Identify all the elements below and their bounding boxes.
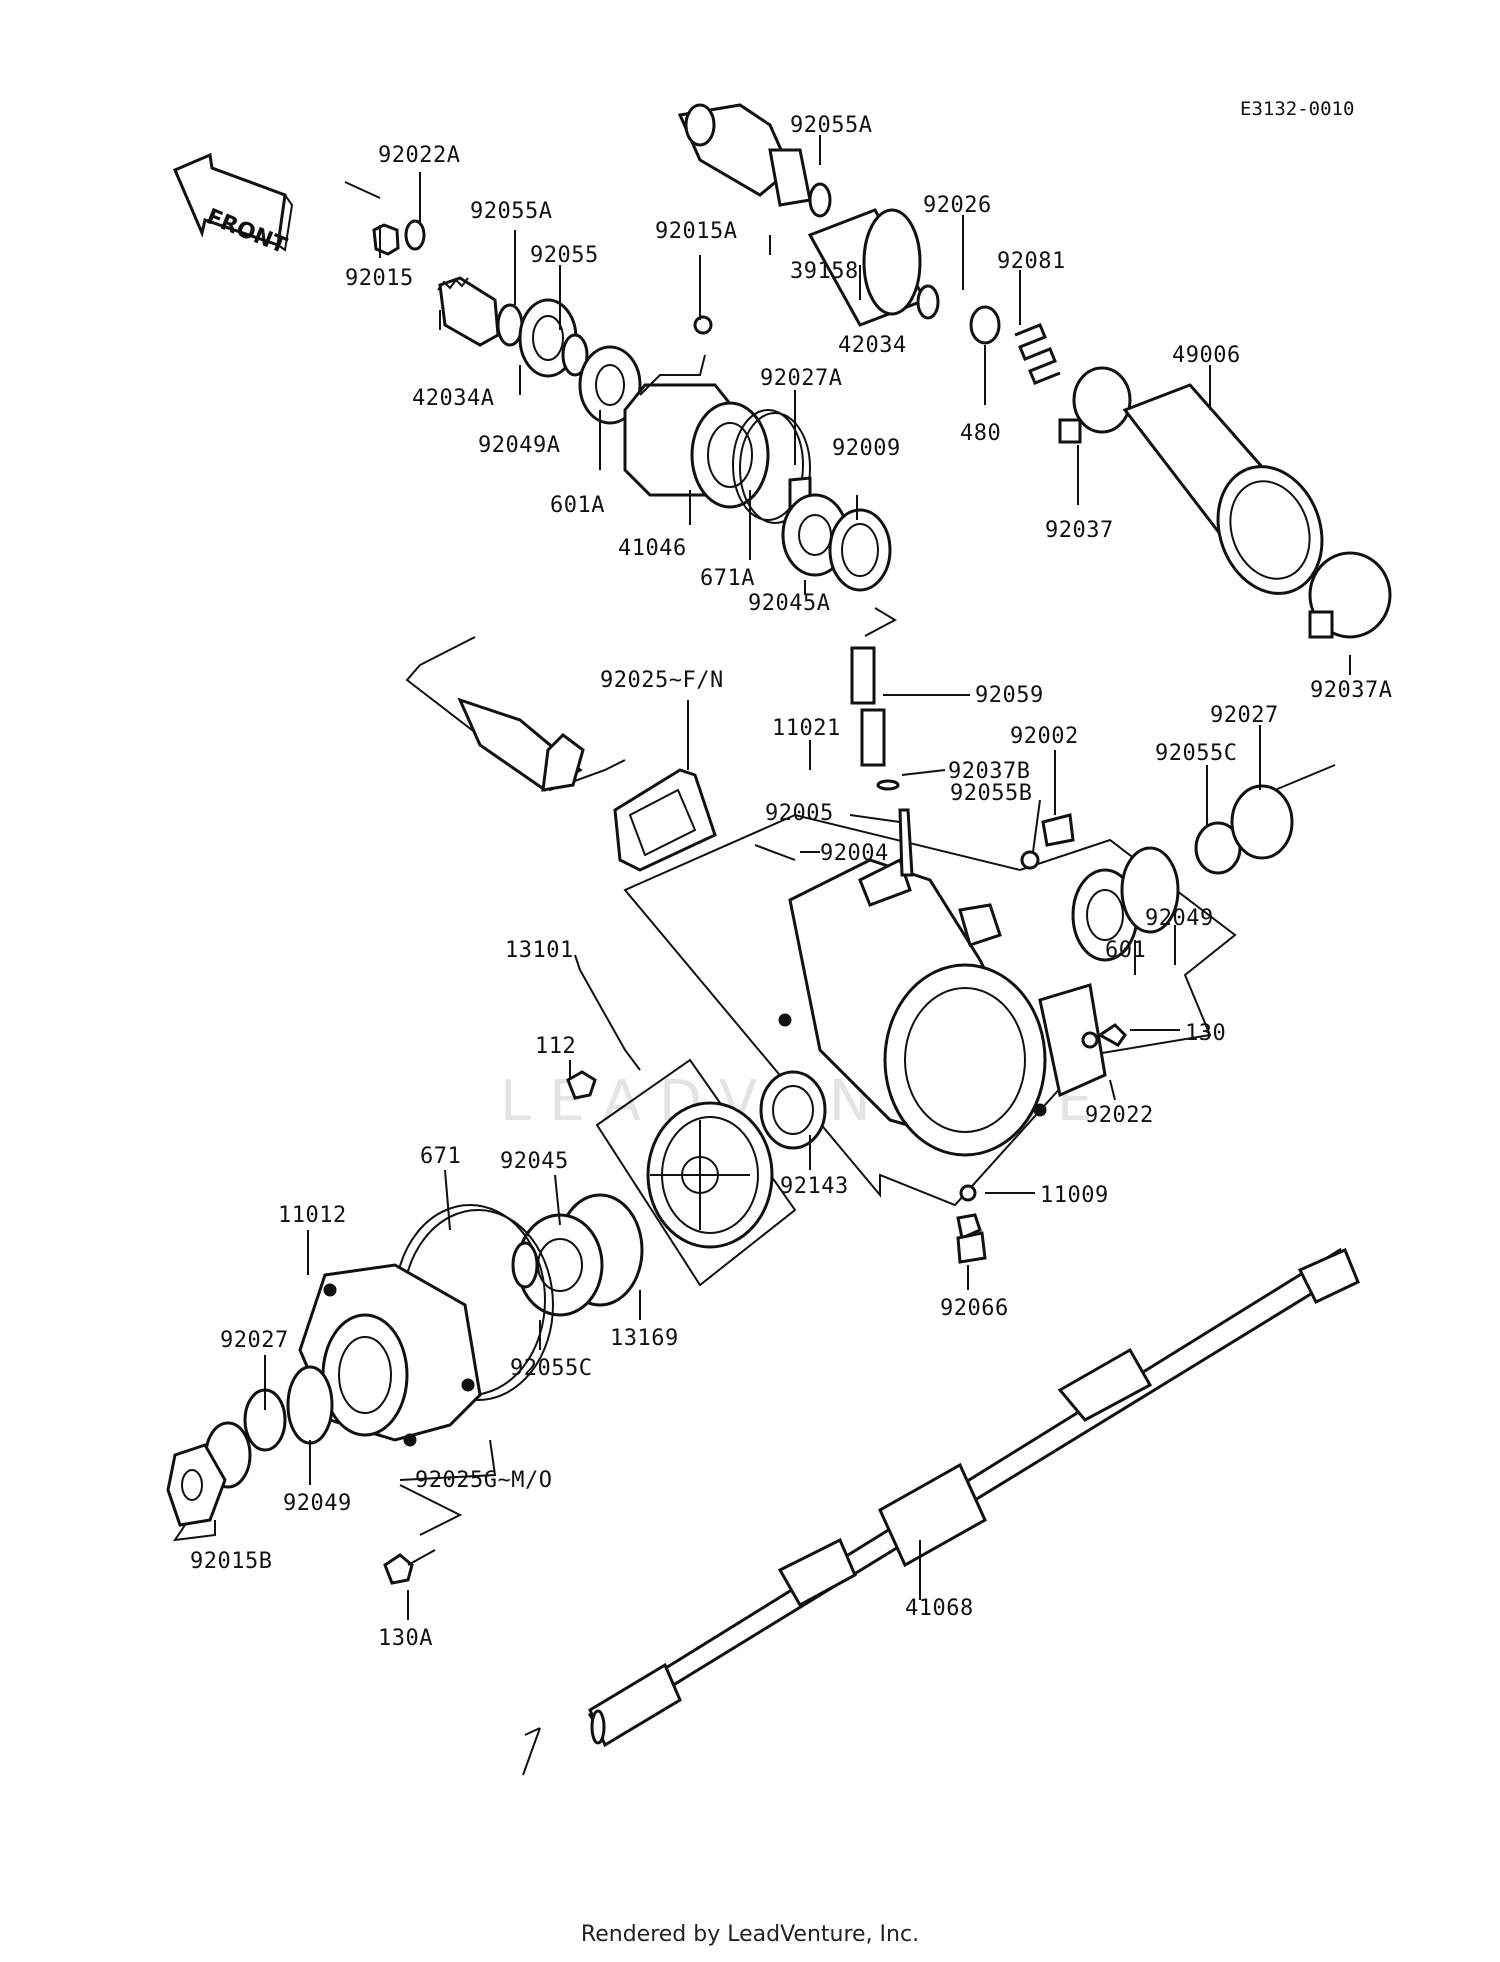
label-601A: 601A (550, 493, 605, 518)
label-92049-left: 92049 (283, 1491, 352, 1516)
label-92025G-mo: 92025G~M/O (415, 1468, 552, 1493)
label-92045A: 92045A (748, 591, 830, 616)
label-92059: 92059 (975, 683, 1044, 708)
label-41068: 41068 (905, 1596, 974, 1621)
label-112: 112 (535, 1034, 576, 1059)
label-92027-left: 92027 (220, 1328, 289, 1353)
label-92055C-right: 92055C (1155, 741, 1237, 766)
label-671: 671 (420, 1144, 461, 1169)
label-92027-right: 92027 (1210, 703, 1279, 728)
label-13101: 13101 (505, 938, 574, 963)
label-92015B: 92015B (190, 1549, 272, 1574)
label-92055A: 92055A (470, 199, 552, 224)
label-42034: 42034 (838, 333, 907, 358)
label-41046: 41046 (618, 536, 687, 561)
label-11012: 11012 (278, 1203, 347, 1228)
label-92055: 92055 (530, 243, 599, 268)
label-92026: 92026 (923, 193, 992, 218)
footer-credit: Rendered by LeadVenture, Inc. (580, 1922, 920, 1947)
leader-lines (172, 135, 1351, 1620)
pinion-assembly (344, 181, 898, 637)
label-92055C-left: 92055C (510, 1356, 592, 1381)
label-39158: 39158 (790, 259, 859, 284)
main-housing (623, 646, 1336, 1264)
label-92049A: 92049A (478, 433, 560, 458)
label-92055A-top: 92055A (790, 113, 872, 138)
label-480: 480 (960, 421, 1001, 446)
label-92066: 92066 (940, 1296, 1009, 1321)
part-labels: 92022A 92055A 92015A 92055A 92055 92015 … (190, 113, 1392, 1651)
label-92143: 92143 (780, 1174, 849, 1199)
label-92015A: 92015A (655, 219, 737, 244)
label-13169: 13169 (610, 1326, 679, 1351)
label-92025-fn: 92025~F/N (600, 668, 724, 693)
label-92022A: 92022A (378, 143, 460, 168)
label-92002: 92002 (1010, 724, 1079, 749)
label-92027A: 92027A (760, 366, 842, 391)
label-92015: 92015 (345, 266, 414, 291)
label-42034A: 42034A (412, 386, 494, 411)
label-92037A: 92037A (1310, 678, 1392, 703)
label-11009: 11009 (1040, 1183, 1109, 1208)
label-92037B: 92037B (948, 759, 1030, 784)
label-601: 601 (1105, 938, 1146, 963)
label-92009: 92009 (832, 436, 901, 461)
label-49006: 49006 (1172, 343, 1241, 368)
cover-group (166, 1193, 644, 1585)
axle-shaft (522, 1247, 1360, 1776)
front-arrow-icon: FRONT (173, 152, 294, 259)
pinion-shaft (405, 636, 717, 872)
ujoint-assembly (677, 103, 1392, 639)
label-92005: 92005 (765, 801, 834, 826)
label-92022: 92022 (1085, 1103, 1154, 1128)
ring-gear (566, 1058, 827, 1287)
label-92055B: 92055B (950, 781, 1032, 806)
diagram-code: E3132-0010 (1240, 98, 1354, 120)
label-130: 130 (1185, 1021, 1226, 1046)
label-92045: 92045 (500, 1149, 569, 1174)
label-130A: 130A (378, 1626, 433, 1651)
label-92037: 92037 (1045, 518, 1114, 543)
label-671A: 671A (700, 566, 755, 591)
label-92081: 92081 (997, 249, 1066, 274)
label-92004: 92004 (820, 841, 889, 866)
label-92049-right: 92049 (1145, 906, 1214, 931)
label-11021: 11021 (772, 716, 841, 741)
